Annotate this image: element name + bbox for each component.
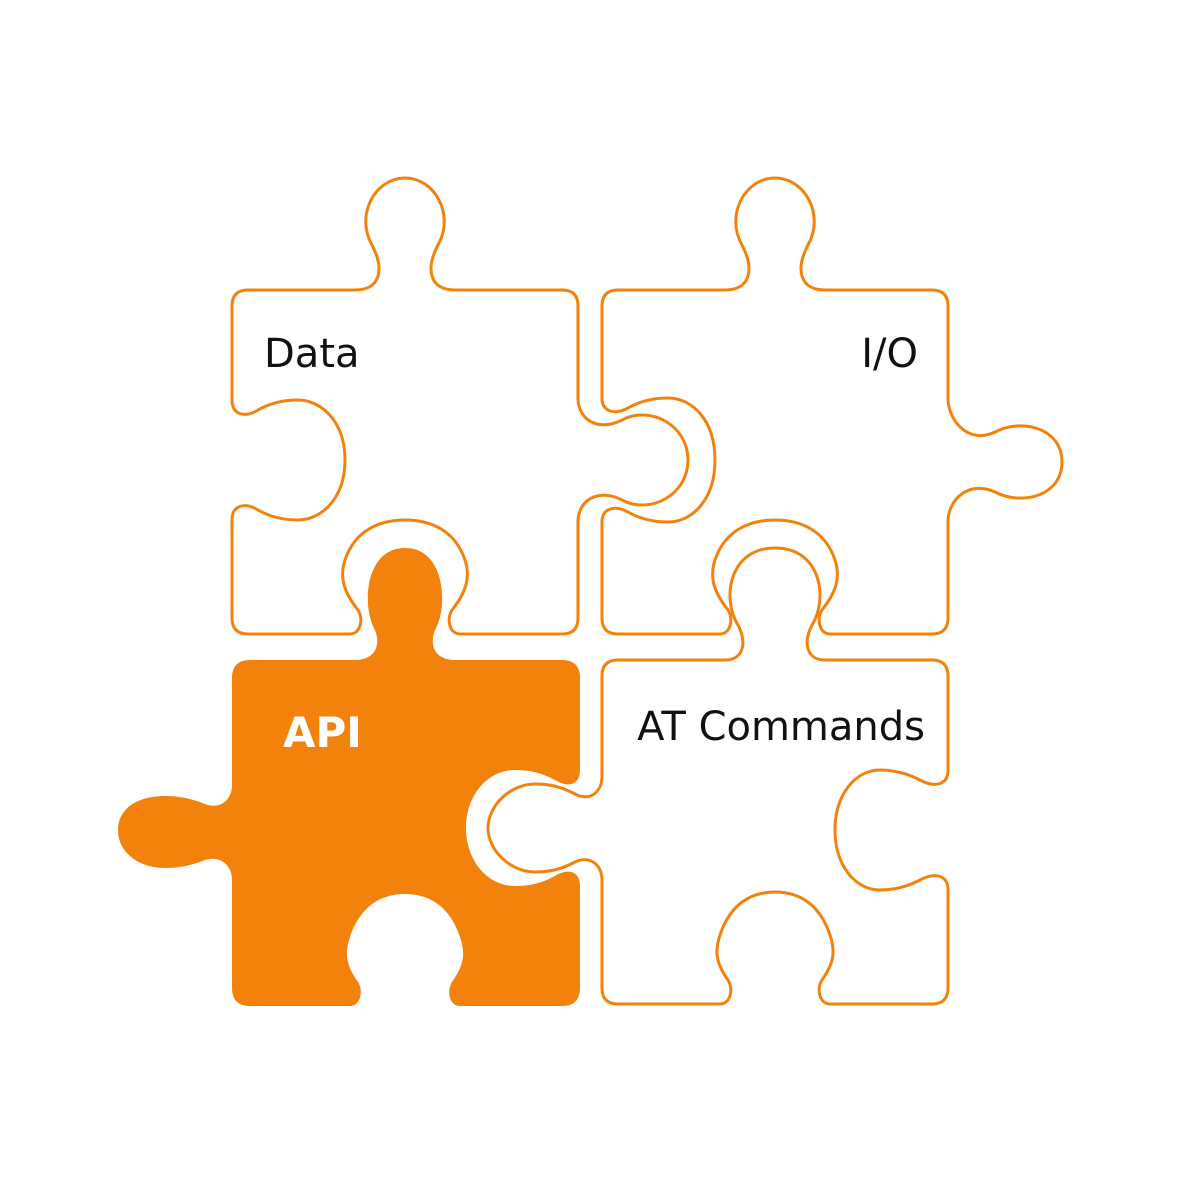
piece-label-at-commands: AT Commands	[637, 704, 925, 750]
puzzle-piece-io	[600, 176, 1064, 636]
puzzle-piece-at-commands	[486, 546, 950, 1006]
puzzle-piece-api	[118, 548, 580, 1006]
puzzle-piece-data	[230, 176, 690, 636]
piece-label-io: I/O	[861, 331, 918, 377]
piece-label-data: Data	[264, 331, 360, 377]
piece-label-api: API	[283, 708, 362, 757]
